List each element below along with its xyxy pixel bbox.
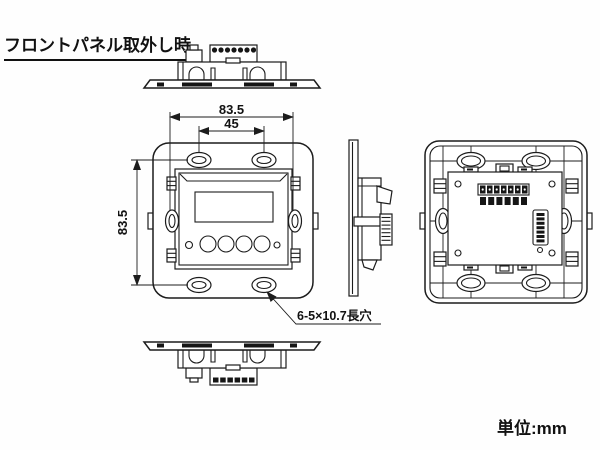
bottom-view-terminal-openings xyxy=(213,377,255,383)
front-buttons xyxy=(184,235,281,253)
top-view xyxy=(142,44,322,89)
screw-hole xyxy=(548,249,556,257)
bottom-view-slot-shadow xyxy=(244,343,274,348)
rear-terminal-block xyxy=(477,183,530,205)
dimension-annotations: 83.5 45 83.5 6-5×10.7長穴 xyxy=(115,102,381,325)
front-module-frame-outer xyxy=(174,168,293,270)
button xyxy=(217,235,235,253)
dimension-value: 83.5 xyxy=(219,102,244,117)
top-view-arch-left xyxy=(188,66,205,80)
bottom-view-slot-shadow xyxy=(182,343,212,348)
dip-switch xyxy=(532,209,549,254)
mounting-slot xyxy=(251,151,277,169)
dimension-vertical-835: 83.5 xyxy=(115,159,188,286)
drawing-title: フロントパネル取外し時 xyxy=(4,36,191,62)
side-view-terminal-ribs xyxy=(379,213,393,246)
bottom-view-arch-right xyxy=(249,350,266,364)
led-indicator xyxy=(184,240,194,250)
slot-note-leader: 6-5×10.7長穴 xyxy=(266,291,381,325)
front-mounting-slots xyxy=(164,151,303,294)
bottom-view-center-notch xyxy=(225,364,241,371)
mounting-slot xyxy=(186,151,212,169)
mounting-slot xyxy=(186,276,212,294)
mounting-slot xyxy=(521,273,551,293)
mounting-slot xyxy=(456,273,486,293)
button xyxy=(253,235,271,253)
bottom-view xyxy=(142,341,322,386)
screw-hole xyxy=(536,246,544,254)
mounting-slot xyxy=(287,209,303,233)
button xyxy=(199,235,217,253)
screw-hole xyxy=(548,180,556,188)
side-view-latch-bottom xyxy=(361,259,378,271)
screw-hole xyxy=(454,249,462,257)
dimension-value: 83.5 xyxy=(115,210,130,235)
front-view xyxy=(147,142,319,299)
mounting-slot xyxy=(521,151,551,171)
top-view-terminal-screws xyxy=(211,47,257,53)
front-module-latch-clips xyxy=(166,176,301,263)
top-view-rib-left xyxy=(210,67,216,80)
top-view-body xyxy=(177,61,287,81)
mounting-slot xyxy=(251,276,277,294)
side-view-latch-top xyxy=(376,185,393,205)
front-module-bezel xyxy=(179,173,288,182)
screw-hole xyxy=(454,180,462,188)
top-view-connector-cap xyxy=(189,44,199,51)
dimension-horizontal-835: 83.5 xyxy=(169,102,294,210)
top-view-slot-shadow xyxy=(244,82,274,87)
slot-note-label: 6-5×10.7長穴 xyxy=(297,308,372,323)
bottom-view-rib-right xyxy=(242,350,248,363)
bottom-view-connector-box xyxy=(185,367,203,379)
rear-module xyxy=(447,163,563,274)
side-view xyxy=(348,139,393,297)
top-view-slot-shadow xyxy=(182,82,212,87)
top-view-center-notch xyxy=(225,57,241,64)
led-indicator xyxy=(273,241,281,249)
top-view-rib-right xyxy=(242,67,248,80)
top-view-arch-right xyxy=(249,66,266,80)
button xyxy=(235,235,253,253)
mounting-slot xyxy=(164,209,180,233)
unit-label: 単位:mm xyxy=(497,419,567,438)
bottom-view-arch-left xyxy=(188,350,205,364)
dimension-top-pitch-45: 45 xyxy=(198,116,265,153)
lcd-display xyxy=(194,191,274,223)
rear-mounting-slots xyxy=(434,151,573,293)
rear-view xyxy=(419,140,593,304)
bottom-view-connector-cap xyxy=(189,377,199,383)
rear-panel-latch-blocks xyxy=(433,178,579,267)
bottom-view-rib-left xyxy=(210,350,216,363)
dimension-value: 45 xyxy=(224,116,238,131)
top-view-connector-box xyxy=(185,49,203,63)
rear-panel-inner-edge xyxy=(429,145,583,299)
